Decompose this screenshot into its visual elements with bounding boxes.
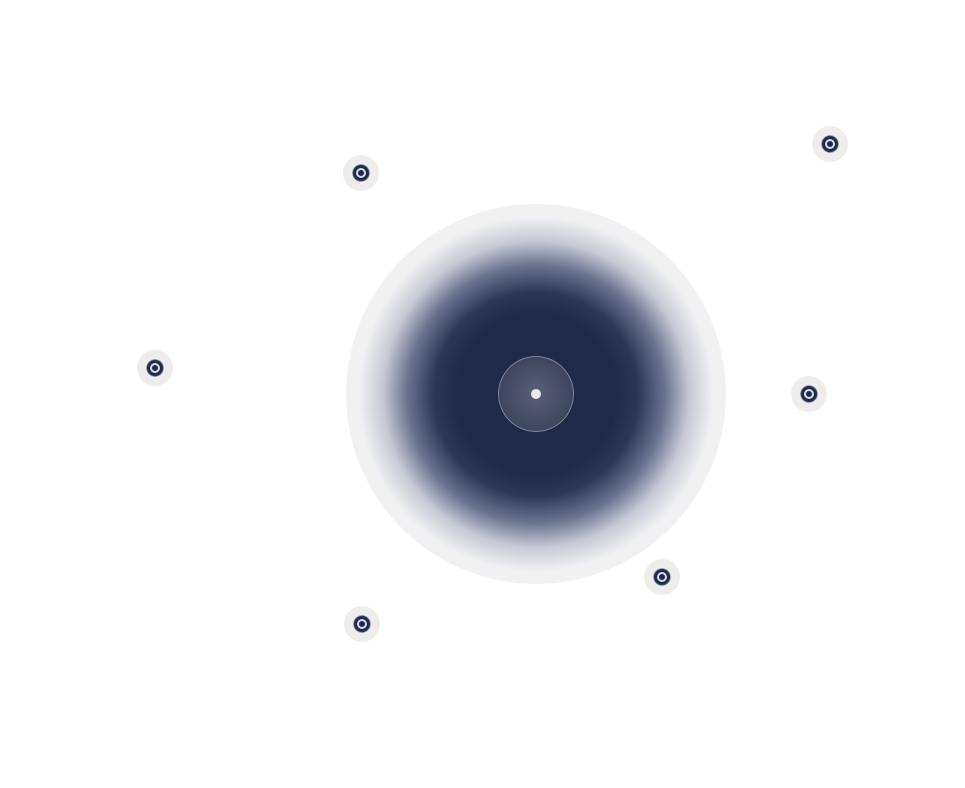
orb-center-dot: [531, 389, 541, 399]
ring-node-icon[interactable]: [137, 350, 173, 386]
ring-node-icon[interactable]: [343, 155, 379, 191]
ring-node-icon[interactable]: [644, 559, 680, 595]
ring-node-icon[interactable]: [344, 606, 380, 642]
ring-node-icon[interactable]: [791, 376, 827, 412]
central-orb: [346, 204, 726, 584]
ring-node-icon[interactable]: [812, 126, 848, 162]
